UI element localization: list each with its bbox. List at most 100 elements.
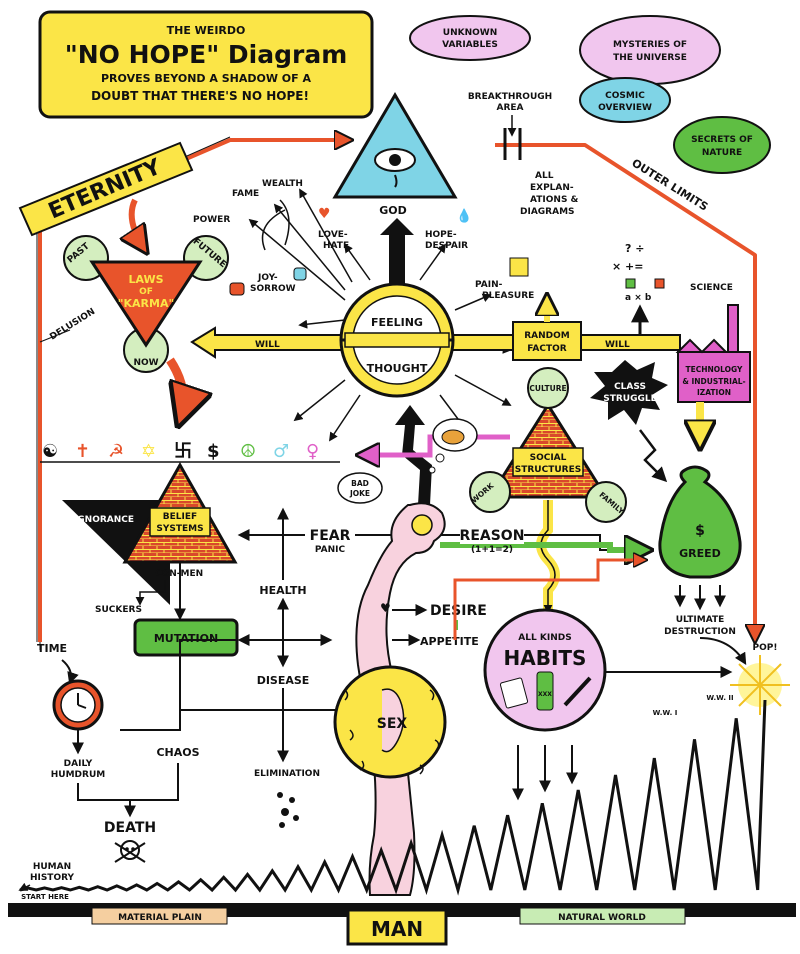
god-pyramid	[332, 92, 458, 199]
daily-label: DAILY	[64, 759, 93, 769]
destruction-to-pop	[699, 637, 747, 666]
greed-dollar: $	[695, 523, 705, 539]
bad-joke-bubble: BAD JOKE	[337, 472, 383, 504]
delusion-label: DELUSION	[48, 307, 97, 343]
material-plain-label: MATERIAL PLAIN	[118, 913, 202, 923]
cloud-mysteries: MYSTERIES OF THE UNIVERSE	[579, 15, 721, 85]
symbol-7: ♂	[273, 441, 289, 462]
bottom-bar: MATERIAL PLAIN NATURAL WORLD MAN	[8, 903, 796, 946]
symbol-6: ☮	[240, 441, 256, 462]
svg-text:MUTATION: MUTATION	[154, 632, 218, 645]
svg-text:RANDOM: RANDOM	[524, 331, 570, 341]
svg-text:IGNORANCE: IGNORANCE	[74, 515, 134, 525]
greed-label: GREED	[679, 547, 721, 560]
svg-text:NATURE: NATURE	[702, 148, 742, 158]
elimination-drops	[277, 792, 299, 828]
delusion-line	[39, 329, 71, 343]
random-factor: RANDOM FACTOR	[512, 321, 582, 361]
title-line1: THE WEIRDO	[167, 24, 246, 37]
reason-label-group: REASON (1+1=2)	[460, 524, 524, 555]
death-label: DEATH	[104, 820, 156, 836]
math-scribbles: ? ÷ × += a × b	[612, 242, 665, 335]
eternity-banner: ETERNITY	[18, 141, 194, 237]
will-left-label: WILL	[255, 340, 280, 350]
symbol-1: ✝	[75, 441, 90, 462]
title-line3: PROVES BEYOND A SHADOW OF A	[101, 72, 311, 85]
svg-text:LOVE-: LOVE-	[318, 230, 348, 240]
lightning-icon	[509, 257, 529, 277]
fear-label: FEAR	[310, 528, 351, 544]
chaos-label: CHAOS	[156, 746, 199, 759]
pop-explosion: POP!	[730, 643, 790, 715]
feeling-label: FEELING	[371, 316, 423, 329]
svg-text:OF: OF	[139, 287, 153, 297]
svg-text:FACTOR: FACTOR	[527, 344, 566, 354]
svg-text:STRUGGLE: STRUGGLE	[603, 394, 657, 404]
habits-down-arrows	[512, 745, 578, 801]
habits-circle: ALL KINDS HABITS XXX	[483, 608, 607, 732]
svg-text:CULTURE: CULTURE	[529, 384, 566, 393]
svg-text:UNKNOWN: UNKNOWN	[443, 28, 497, 38]
syringe-icon	[563, 676, 592, 707]
ultimate-label: ULTIMATE	[676, 615, 725, 625]
title-box: THE WEIRDO "NO HOPE" Diagram PROVES BEYO…	[38, 10, 374, 119]
symbol-2: ☭	[108, 441, 124, 462]
power-label: POWER	[193, 215, 230, 225]
humdrum-label: HUMDRUM	[51, 770, 106, 780]
svg-text:PAIN-: PAIN-	[475, 280, 503, 290]
svg-text:MYSTERIES OF: MYSTERIES OF	[613, 40, 687, 50]
svg-text:BREAKTHROUGH: BREAKTHROUGH	[468, 92, 552, 102]
joy-sorrow: JOY- SORROW	[229, 267, 307, 296]
history-label: HISTORY	[30, 873, 75, 883]
skull-icon	[114, 840, 146, 863]
man-label: MAN	[371, 917, 423, 941]
thought-label: THOUGHT	[367, 362, 428, 375]
cards-icon	[499, 677, 529, 709]
destruction-label: DESTRUCTION	[664, 627, 736, 637]
mask-icon-2	[293, 267, 307, 281]
cloud-unknown-variables: UNKNOWN VARIABLES	[409, 15, 531, 61]
ignorance-triangle: IGNORANCE	[62, 500, 170, 605]
svg-text:AREA: AREA	[496, 103, 523, 113]
svg-text:STRUCTURES: STRUCTURES	[515, 465, 581, 475]
disease-label-group: DISEASE	[252, 670, 314, 688]
svg-text:JOKE: JOKE	[349, 489, 370, 498]
svg-text:VARIABLES: VARIABLES	[442, 40, 498, 50]
desire-label: DESIRE	[430, 603, 487, 619]
svg-text:ETERNITY: ETERNITY	[45, 154, 166, 224]
svg-text:DIAGRAMS: DIAGRAMS	[520, 207, 575, 217]
karma-down-arrow	[166, 357, 183, 420]
food-thought-bubble	[428, 418, 478, 474]
time-label: TIME	[37, 642, 67, 655]
sex-circle: SEX	[333, 665, 447, 779]
love-hate: ♥ LOVE- HATE	[318, 206, 349, 251]
health-label-group: HEALTH	[258, 580, 310, 598]
time-arrow	[61, 659, 79, 685]
suckers-label: SUCKERS	[95, 605, 142, 615]
to-death-arrow	[77, 763, 179, 815]
all-explanations: ALL EXPLAN- ATIONS & DIAGRAMS	[520, 171, 579, 217]
pop-label: POP!	[753, 643, 778, 653]
habits-label: HABITS	[504, 646, 587, 670]
symbol-5: $	[207, 441, 220, 462]
greed-down-arrows	[674, 585, 726, 611]
math-expr: a × b	[625, 293, 652, 303]
svg-text:OVERVIEW: OVERVIEW	[598, 103, 652, 113]
svg-text:SECRETS OF: SECRETS OF	[691, 135, 753, 145]
svg-text:THE UNIVERSE: THE UNIVERSE	[613, 53, 687, 63]
symbol-3: ✡	[141, 441, 156, 462]
mutation-box: MUTATION	[133, 618, 239, 657]
greed-bag: $ GREED	[658, 465, 742, 579]
svg-text:SYSTEMS: SYSTEMS	[156, 524, 203, 534]
ww1-label: W.W. I	[653, 709, 678, 717]
human-label: HUMAN	[33, 862, 71, 872]
con-men-arrow	[135, 580, 166, 606]
desire-appetite: DESIRE APPETITE	[392, 603, 487, 648]
social-structures: SOCIAL STRUCTURES CULTURE WORK FAMILY	[469, 367, 627, 523]
start-here-label: START HERE	[21, 893, 69, 901]
fame-label: FAME	[232, 189, 259, 199]
svg-text:ATIONS &: ATIONS &	[530, 195, 579, 205]
wealth-label: WEALTH	[262, 179, 303, 189]
svg-text:HATE: HATE	[323, 241, 349, 251]
